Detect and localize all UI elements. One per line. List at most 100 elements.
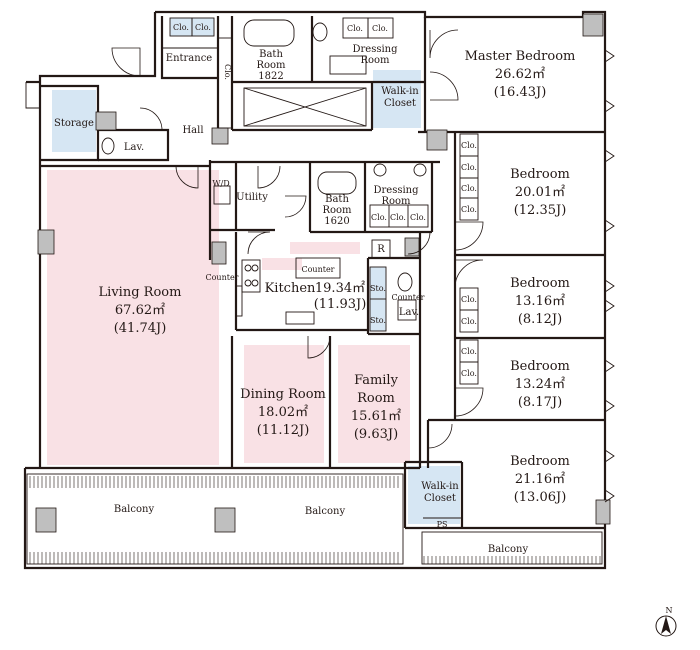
dressing-chairs (329, 55, 367, 75)
bath-1-code: 1822 (258, 71, 283, 82)
clo-label-13: Clo. (461, 369, 477, 378)
lav-2-label: Lav. (399, 307, 419, 318)
storage-label: Storage (54, 118, 94, 129)
sink (285, 311, 315, 325)
balcony-railings (26, 473, 603, 565)
clo-label-3: Clo. (347, 24, 363, 33)
family-room-line2: Room (357, 391, 395, 406)
kitchen-pink-strip-2 (262, 258, 302, 270)
kitchen-area: 19.34㎡ (315, 281, 365, 296)
bath-2-line2: Room (322, 205, 352, 216)
vanity-1 (243, 87, 367, 127)
master-bedroom-area-j: (16.43J) (494, 85, 547, 100)
washer-dryer (213, 185, 231, 205)
hall-label: Hall (182, 125, 203, 136)
walkin-1-line1: Walk-in (381, 86, 419, 97)
kitchen-name: Kitchen (265, 281, 316, 296)
clo-label-5: Clo. (223, 64, 232, 80)
bedroom-4-area: 13.24㎡ (515, 377, 565, 392)
closets (169, 17, 479, 385)
bedroom-2-area: 20.01㎡ (515, 185, 565, 200)
lav-1-label: Lav. (124, 142, 144, 153)
family-room-line1: Family (354, 373, 399, 388)
clo-label-7: Clo. (461, 163, 477, 172)
refrigerator-box (371, 239, 391, 259)
counter-left-bar (235, 285, 243, 317)
bedroom-5-name: Bedroom (510, 454, 570, 469)
dressing-1-line1: Dressing (352, 44, 398, 55)
storage-fill (52, 90, 96, 152)
dining-room-area-j: (11.12J) (257, 423, 310, 438)
bedroom-3-area: 13.16㎡ (515, 294, 565, 309)
bedroom-2-name: Bedroom (510, 167, 570, 182)
family-room-fill (338, 345, 410, 463)
wd-label: W/D (212, 179, 229, 188)
clo-label-15: Clo. (390, 213, 406, 222)
kitchen-area-j: (11.93J) (314, 297, 367, 312)
clo-label-6: Clo. (461, 141, 477, 150)
stove (241, 259, 261, 293)
living-room-area-j: (41.74J) (114, 321, 167, 336)
walkin-1-line2: Closet (384, 98, 416, 109)
doors (111, 29, 484, 449)
balcony-3-label: Balcony (488, 544, 529, 555)
clo-label-4: Clo. (372, 24, 388, 33)
walkin-closet-1-fill (373, 70, 421, 128)
bath-2-code: 1620 (324, 216, 349, 227)
walkin-closet-2-fill (408, 466, 460, 524)
bedroom-4-area-j: (8.17J) (518, 395, 562, 410)
bathtub-2 (317, 171, 357, 195)
counter-left-label: Counter (205, 273, 238, 282)
living-room-fill (47, 170, 219, 465)
utility-label: Utility (236, 192, 268, 203)
kitchen-pink-strip (290, 242, 360, 254)
bathtub-1 (243, 19, 295, 47)
bath-1-line2: Room (256, 60, 286, 71)
dressing-1-line2: Room (360, 55, 390, 66)
clo-label-9: Clo. (461, 205, 477, 214)
dressing-2-line1: Dressing (373, 185, 419, 196)
sto-label-2: Sto. (370, 316, 386, 325)
counter-right-label: Counter (391, 293, 424, 302)
clo-label-8: Clo. (461, 184, 477, 193)
sto-label-1: Sto. (370, 284, 386, 293)
clo-label-11: Clo. (461, 317, 477, 326)
toilet-1 (312, 22, 328, 42)
counter-kitchen-label: Counter (301, 265, 334, 274)
columns (35, 13, 611, 533)
master-bedroom-area: 26.62㎡ (495, 67, 545, 82)
dining-room-area: 18.02㎡ (258, 405, 308, 420)
lav-basin (397, 299, 417, 321)
windows (604, 49, 615, 503)
clo-label-1: Clo. (173, 23, 189, 32)
bath-2-line1: Bath (325, 194, 349, 205)
north-arrow-icon: N (655, 606, 677, 637)
family-room-area: 15.61㎡ (351, 409, 401, 424)
clo-label-10: Clo. (461, 295, 477, 304)
fixtures (101, 19, 427, 325)
walkin-2-line1: Walk-in (421, 481, 459, 492)
family-room-area-j: (9.63J) (354, 427, 398, 442)
balcony-2-label: Balcony (305, 506, 346, 517)
toilet-2 (397, 272, 413, 292)
master-bedroom-name: Master Bedroom (465, 49, 576, 64)
entrance-label: Entrance (166, 53, 213, 64)
clo-label-12: Clo. (461, 347, 477, 356)
toilet-3 (101, 137, 115, 155)
dining-room-fill (244, 345, 324, 463)
bath-1-line1: Bath (259, 49, 283, 60)
living-room-name: Living Room (99, 285, 182, 300)
bedroom-5-area: 21.16㎡ (515, 472, 565, 487)
kitchen-counter-box (295, 257, 341, 279)
clo-label-2: Clo. (195, 23, 211, 32)
bedroom-2-area-j: (12.35J) (514, 203, 567, 218)
bedroom-3-area-j: (8.12J) (518, 312, 562, 327)
bedroom-4-name: Bedroom (510, 359, 570, 374)
living-room-area: 67.62㎡ (115, 303, 165, 318)
ps-label: PS (437, 520, 448, 529)
bedroom-5-area-j: (13.06J) (514, 490, 567, 505)
balcony-1-label: Balcony (114, 504, 155, 515)
dining-room-name: Dining Room (240, 387, 326, 402)
bedroom-3-name: Bedroom (510, 276, 570, 291)
